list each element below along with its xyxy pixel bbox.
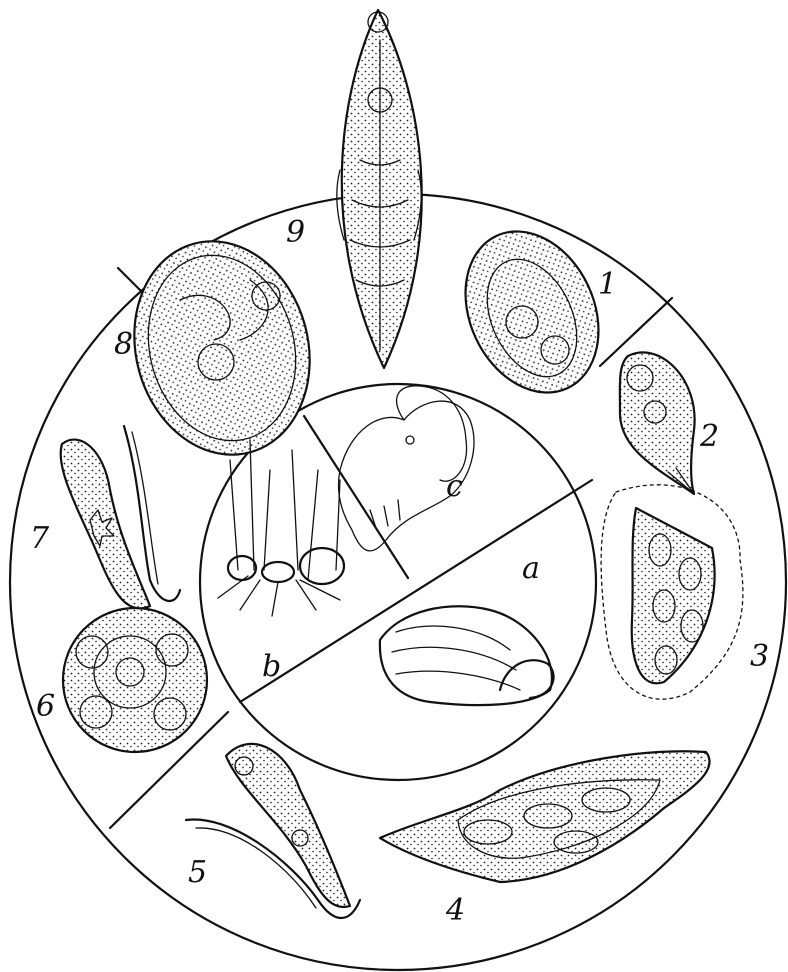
stage-4-daughter-sporocyst-icon (380, 751, 710, 882)
stage-label-3: 3 (750, 639, 769, 674)
stage-1-egg-icon (440, 210, 623, 415)
stage-label-4: 4 (445, 893, 465, 928)
stage-label-9: 9 (286, 215, 305, 250)
stage-6-cyst-icon (63, 608, 207, 752)
stage-8-metacercaria-icon (111, 221, 333, 474)
stage-label-2: 2 (699, 419, 719, 454)
host-label-c: c (446, 469, 463, 504)
snail-icon (380, 606, 554, 705)
stage-label-1: 1 (598, 267, 617, 302)
host-label-b: b (262, 649, 281, 684)
stage-label-7: 7 (30, 521, 50, 556)
stage-7-cercaria-icon (61, 426, 180, 608)
host-label-a: a (522, 551, 540, 586)
stage-label-6: 6 (36, 689, 55, 724)
stage-3-sporocyst-icon (601, 485, 743, 699)
stage-9-adult-fluke-icon (337, 10, 422, 368)
stage-2-miracidium-icon (620, 352, 695, 494)
inner-divider-a-b (240, 480, 592, 702)
stage-label-8: 8 (114, 327, 133, 362)
stage-label-5: 5 (188, 855, 207, 890)
inner-divider-b-c (304, 416, 408, 578)
